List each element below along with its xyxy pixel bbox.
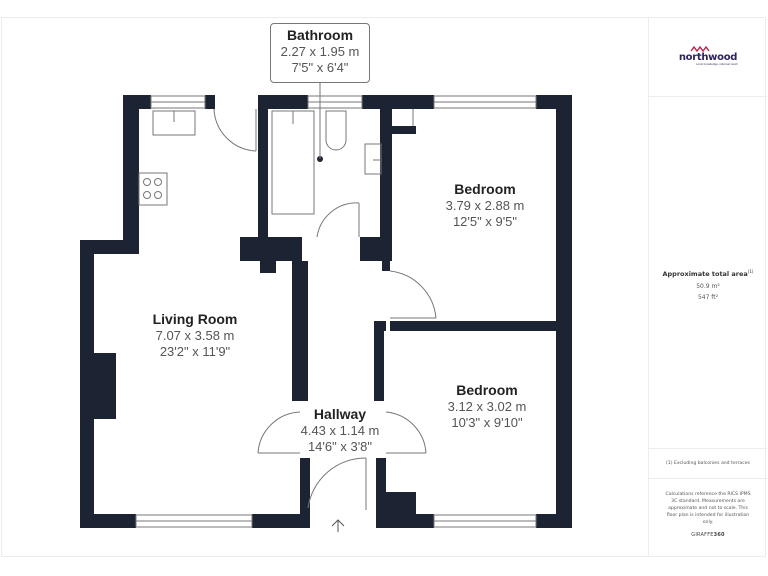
area-ft2: 547 ft² [697, 294, 719, 301]
room-label-bedroom-1: Bedroom 3.79 x 2.88 m 12'5" x 9'5" [420, 181, 550, 230]
brand-mark-icon [690, 46, 710, 52]
room-name: Hallway [313, 406, 367, 422]
room-metric: 2.27 x 1.95 m [280, 44, 360, 59]
area-m2: 50.9 m² [696, 283, 720, 290]
disclaimer-text: Calculations reference the RICS IPMS 3C … [665, 492, 751, 525]
walls [80, 95, 572, 528]
room-imperial: 10'3" x 9'10" [451, 415, 523, 430]
area-title: Approximate total area(1) [662, 269, 754, 279]
fixtures [135, 95, 537, 528]
footnote: (1) Excluding balconies and terraces [649, 449, 767, 479]
room-metric: 7.07 x 3.58 m [155, 328, 235, 343]
room-metric: 3.12 x 3.02 m [447, 399, 527, 414]
room-label-living-room: Living Room 7.07 x 3.58 m 23'2" x 11'9" [130, 311, 260, 360]
room-name: Bathroom [286, 27, 354, 43]
credit: GIRAFFE360 [691, 532, 725, 538]
room-name: Bedroom [454, 181, 516, 197]
page-frame [1, 17, 766, 557]
room-imperial: 7'5" x 6'4" [291, 60, 349, 75]
disclaimer-section: Calculations reference the RICS IPMS 3C … [649, 479, 767, 557]
brand-logo: northwood Local knowledge, national reac… [649, 17, 767, 97]
brand-tagline: Local knowledge, national reach [696, 63, 738, 66]
room-imperial: 14'6" x 3'8" [307, 439, 373, 454]
room-metric: 4.43 x 1.14 m [300, 423, 380, 438]
bathroom-callout [270, 23, 370, 83]
room-imperial: 23'2" x 11'9" [159, 344, 231, 359]
room-name: Bedroom [456, 382, 518, 398]
area-summary: Approximate total area(1) 50.9 m² 547 ft… [649, 97, 767, 449]
room-label-bathroom: Bathroom 2.27 x 1.95 m 7'5" x 6'4" [270, 27, 370, 76]
info-panel: northwood Local knowledge, national reac… [648, 17, 767, 557]
room-label-hallway: Hallway 4.43 x 1.14 m 14'6" x 3'8" [275, 406, 405, 455]
room-name: Living Room [152, 311, 238, 327]
room-imperial: 12'5" x 9'5" [452, 214, 518, 229]
room-metric: 3.79 x 2.88 m [445, 198, 525, 213]
arrow-up-icon [331, 519, 345, 532]
room-label-bedroom-2: Bedroom 3.12 x 3.02 m 10'3" x 9'10" [422, 382, 552, 431]
brand-name: northwood [678, 52, 738, 63]
